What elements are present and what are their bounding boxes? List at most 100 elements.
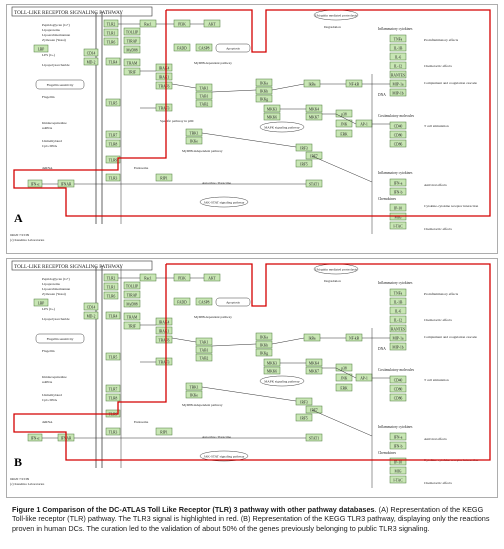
panel-a-dna-label: DNA [378, 93, 386, 97]
panel-a-flagellin-sensitivity-shape [35, 79, 85, 90]
panel-b-effect-3: T cell stimulation [424, 378, 449, 382]
panel-a-output-ifna-label: IFN-a [394, 181, 403, 185]
panel-b-kinase-nfkb-box [345, 333, 363, 342]
panel-b-output-ifnb-box [389, 441, 407, 450]
panel-a-link-11 [322, 113, 357, 125]
panel-a-kinase-irf7-box [305, 151, 323, 160]
panel-b-kinase-irf3-box [295, 397, 313, 406]
panel-a-kinase-mkk6-box [263, 112, 281, 121]
panel-b-autocrine: Autocrine / Paracrine [202, 435, 231, 439]
panel-b-receptor-tlr7-label: TLR7 [109, 387, 118, 391]
panel-a-output-ifna-box [389, 178, 407, 187]
panel-b-adaptor-tollip-label: TOLLIP [126, 284, 138, 288]
panel-a-output-mip1b-box [389, 88, 407, 97]
panel-b-adaptor-rip1-box [155, 427, 173, 436]
panel-b-output-cd80-label: CD80 [394, 387, 403, 391]
panel-b-kinase-rac1-label: Rac1 [144, 276, 152, 280]
panel-a-category-0: Inflammatory cytokines [378, 27, 413, 31]
panel-a-ligand-3: Zymosan (Yeast) [42, 38, 67, 42]
panel-b-output-tnfa-label: TNFa [394, 291, 403, 295]
panel-a-effect-4: Antiviral effects [424, 183, 447, 187]
panel-a-receptor-tlr2-box [103, 19, 119, 28]
panel-a-diagram: TOLL-LIKE RECEPTOR SIGNALING PATHWAYPept… [6, 4, 498, 254]
panel-b-adaptor-tak1-box [195, 337, 213, 346]
panel-a-output-il6-box [389, 52, 407, 61]
panel-b-receptor-tlr8-box [105, 393, 121, 402]
panel-a-kinase-mkk3-box [263, 104, 281, 113]
panel-b-adaptor-irak4-box [155, 317, 173, 326]
panel-b-kinase-mkk7-label: MKK7 [309, 369, 319, 373]
panel-b-apoptosis-shape [215, 297, 251, 307]
panel-a-letter: A [14, 211, 23, 225]
panel-a-bottom-stat1-box [305, 179, 323, 188]
panel-a-kinase-casp8-box [195, 43, 213, 52]
panel-b-kinase-mkk6-label: MKK6 [267, 369, 277, 373]
panel-a-ligand-2: Lipoarabinomannan [42, 33, 70, 37]
panel-a-receptor-tlr5-box [105, 98, 121, 107]
panel-a-output-il6-label: IL-6 [395, 55, 402, 59]
panel-b-kinase-mkk4-box [305, 358, 323, 367]
panel-b-receptor-tlr1-box [103, 282, 119, 291]
panel-a-ligand-12: CpG DNA [42, 144, 58, 148]
panel-a-kinase-mkk6-label: MKK6 [267, 115, 277, 119]
panel-a-ligand-11: Unmethylated [42, 139, 62, 143]
panel-b-receptor-tlr6-label: TLR6 [107, 294, 116, 298]
panel-b-footer-copyright: (c) Kanehisa Laboratories [10, 482, 45, 486]
panel-a-adaptor-tirap-label: TIRAP [127, 39, 137, 43]
panel-b-ligand-11: Unmethylated [42, 393, 62, 397]
panel-b-receptor-tlr3-box [105, 427, 121, 436]
panel-a-link-15 [311, 155, 373, 183]
panel-a-kinase-p38-box [335, 109, 353, 118]
panel-a-mapk-shape [259, 121, 305, 133]
panel-b-receptor-tlr3-label: TLR3 [109, 430, 118, 434]
panel-a-kinase-ikkb-label: IKKb [260, 89, 268, 93]
panel-b-tlr3-highlight [13, 263, 491, 461]
panel-a-kinase-p38-label: p38 [341, 112, 347, 116]
panel-a-kinase-ikba-label: IkBa [309, 82, 316, 86]
panel-b-ligand-12: CpG DNA [42, 398, 58, 402]
panel-b-adaptor-irak1-label: IRAK1 [159, 329, 170, 333]
panel-a-ligand-1: Lipoproteins [42, 28, 61, 32]
panel-b-kinase-jnk-box [335, 373, 353, 382]
panel-b-kinase-jnk-label: JNK [341, 376, 348, 380]
panel-b-kinase-ap1-label: AP-1 [360, 376, 368, 380]
panel-b-effect-4: Antiviral effects [424, 437, 447, 441]
panel-b-bottom-ifn-box [27, 433, 43, 442]
panel-b-adaptor-ikke-label: IKKe [190, 393, 198, 397]
panel-a-apoptosis-shape [215, 43, 251, 53]
panel-b-receptor-cd14-box [83, 302, 99, 311]
panel-a-title-box [11, 6, 153, 17]
panel-a-kinase-rac1-box [139, 19, 157, 28]
panel-a-output-itac-label: I-TAC [393, 224, 403, 228]
panel-b-receptor-tlr4-label: TLR4 [109, 314, 118, 318]
panel-a-effect-1: Chemotactic effects [424, 64, 452, 68]
panel-a-kinase-ikka-label: IKKa [260, 81, 268, 85]
panel-b-kinase-casp8-label: CASP8 [199, 300, 210, 304]
panel-b-footer-id: 04620 7/23/09 [10, 477, 29, 481]
panel-b-output-cd86-label: CD86 [394, 396, 403, 400]
panel-a-kinase-mkk3-label: MKK3 [267, 107, 277, 111]
panel-a-myd88-dep: MyD88-dependent pathway [194, 61, 232, 65]
panel-b-adaptor-tak1-label: TAK1 [200, 340, 209, 344]
panel-b-adaptor-tbk1-box [185, 382, 203, 391]
panel-b-output-rantes-label: RANTES [391, 327, 405, 331]
panel-b-flagellin-sensitivity-label: Flagellin sensitivity [47, 337, 74, 341]
panel-b-adaptor-tab2-label: TAB2 [200, 356, 209, 360]
panel-b-diagram: TOLL-LIKE RECEPTOR SIGNALING PATHWAYPept… [6, 258, 498, 498]
panel-a-footer-id: 04620 7/23/09 [10, 233, 29, 237]
panel-a-adaptor-tirap-box [123, 36, 141, 45]
panel-b-receptor-md-2-box [83, 311, 99, 320]
panel-b-myd88-indep: MyD88-independent pathway [182, 403, 223, 407]
panel-a-adaptor-trif-label: TRIF [128, 70, 136, 74]
panel-a-receptor-tlr6-box [103, 37, 119, 46]
panel-a-output-mip1a-box [389, 79, 407, 88]
panel-a-receptor-tlr7-box [105, 130, 121, 139]
panel-b-kinase-irf5-label: IRF5 [300, 416, 308, 420]
panel-b-receptor-cd14-label: CD14 [87, 305, 96, 309]
panel-a-adaptor-tbk1-box [185, 128, 203, 137]
panel-b-effect-2: Complement and coagulation cascade [424, 335, 477, 339]
panel-a-output-il1b-box [389, 43, 407, 52]
panel-a-output-ifnb-box [389, 187, 407, 196]
panel-a-adaptor-traf3-box [155, 103, 173, 112]
panel-a-ligand-8: Flagellin [42, 95, 55, 99]
